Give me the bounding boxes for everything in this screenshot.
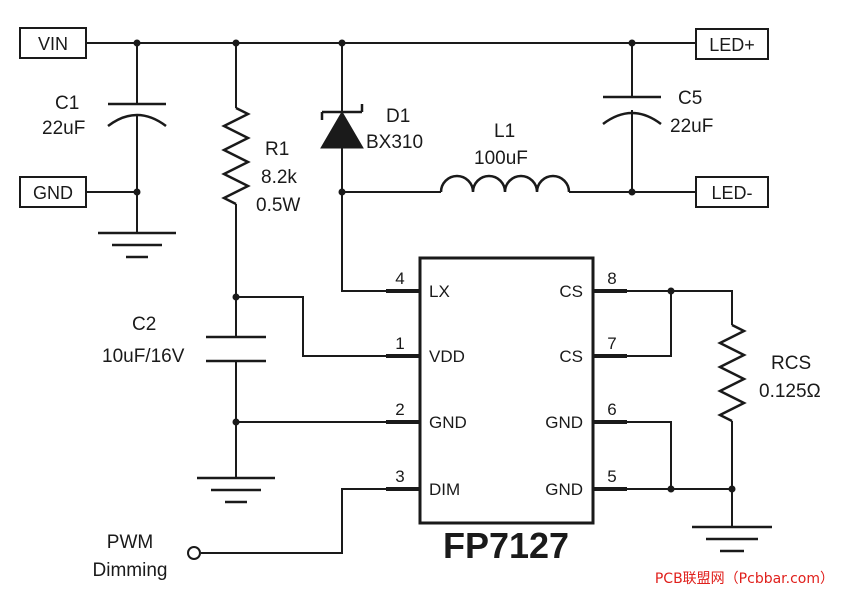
- c5-value: 22uF: [670, 116, 713, 137]
- r1-ref: R1: [265, 139, 289, 160]
- pwm-input-terminal: [187, 546, 201, 560]
- ground-symbol: [98, 231, 176, 259]
- rcs-value: 0.125Ω: [759, 381, 821, 402]
- junction-dots: [133, 39, 736, 493]
- ic-pin-1: 1 VDD: [386, 334, 465, 366]
- vin-port-label: VIN: [38, 34, 68, 54]
- led-plus-port-label: LED+: [709, 35, 755, 55]
- junction-dot: [667, 287, 675, 295]
- led-minus-port: LED-: [695, 176, 769, 208]
- led-minus-port-label: LED-: [711, 183, 752, 203]
- ic-name: FP7127: [443, 525, 569, 566]
- ground-symbol: [197, 476, 275, 504]
- ic-pin-4: 4 LX: [386, 269, 450, 301]
- pin-label: CS: [559, 282, 583, 301]
- l1-value: 100uF: [474, 148, 528, 169]
- ic-pin-6: 6 GND: [545, 400, 627, 432]
- junction-dot: [133, 188, 141, 196]
- ic-pin-7: 7 CS: [559, 334, 627, 366]
- watermark-text: PCB联盟网（Pcbbar.com）: [655, 571, 834, 587]
- pin-label: CS: [559, 347, 583, 366]
- d1-diode: [320, 43, 420, 292]
- junction-dot: [133, 39, 141, 47]
- pin-number: 5: [607, 467, 616, 486]
- junction-dot: [667, 485, 675, 493]
- gnd-port: GND: [19, 176, 87, 208]
- led-plus-port: LED+: [695, 28, 769, 60]
- vin-port: VIN: [19, 27, 87, 59]
- pin-label: GND: [545, 413, 583, 432]
- l1-inductor: [439, 174, 571, 193]
- cs-wire: [627, 290, 733, 325]
- pin-number: 3: [395, 467, 404, 486]
- dimming-label: Dimming: [93, 560, 168, 581]
- c5-ref: C5: [678, 88, 702, 109]
- junction-dot: [232, 418, 240, 426]
- c1-value: 22uF: [42, 118, 85, 139]
- pin-number: 6: [607, 400, 616, 419]
- pin-label: LX: [429, 282, 450, 301]
- c1-capacitor: [107, 43, 167, 233]
- pin-number: 4: [395, 269, 404, 288]
- r1-rating: 0.5W: [256, 195, 300, 216]
- r1-resistor: [221, 43, 251, 337]
- pin-number: 8: [607, 269, 616, 288]
- pin-label: DIM: [429, 480, 460, 499]
- pin-number: 1: [395, 334, 404, 353]
- gnd-pin6-wire: [627, 421, 672, 489]
- pin-number: 2: [395, 400, 404, 419]
- r1-value: 8.2k: [261, 167, 297, 188]
- dim-wire: [201, 488, 420, 554]
- pin-label: GND: [429, 413, 467, 432]
- c1-ref: C1: [55, 93, 79, 114]
- pin-number: 7: [607, 334, 616, 353]
- c2-capacitor: [206, 335, 266, 478]
- junction-dot: [232, 293, 240, 301]
- c5-capacitor: [602, 43, 662, 192]
- ic-pin-2: 2 GND: [386, 400, 467, 432]
- pin-label: GND: [545, 480, 583, 499]
- ground-symbol: [692, 525, 772, 553]
- junction-dot: [628, 39, 636, 47]
- junction-dot: [338, 188, 346, 196]
- d1-ref: D1: [386, 106, 410, 127]
- rcs-resistor: [717, 323, 747, 527]
- rcs-ref: RCS: [771, 353, 811, 374]
- pwm-label: PWM: [107, 532, 153, 553]
- d1-value: BX310: [366, 132, 423, 153]
- c2-ref: C2: [132, 314, 156, 335]
- junction-dot: [728, 485, 736, 493]
- ic-pin-8: 8 CS: [559, 269, 627, 301]
- junction-dot: [628, 188, 636, 196]
- pin-label: VDD: [429, 347, 465, 366]
- c2-value: 10uF/16V: [102, 346, 185, 367]
- junction-dot: [232, 39, 240, 47]
- ic-pin-5: 5 GND: [545, 467, 627, 499]
- l1-ref: L1: [494, 121, 515, 142]
- vdd-wire: [236, 296, 420, 357]
- junction-dot: [338, 39, 346, 47]
- ic-body: [418, 256, 595, 525]
- cs-pin7-wire: [627, 291, 672, 357]
- gnd-port-label: GND: [33, 183, 73, 203]
